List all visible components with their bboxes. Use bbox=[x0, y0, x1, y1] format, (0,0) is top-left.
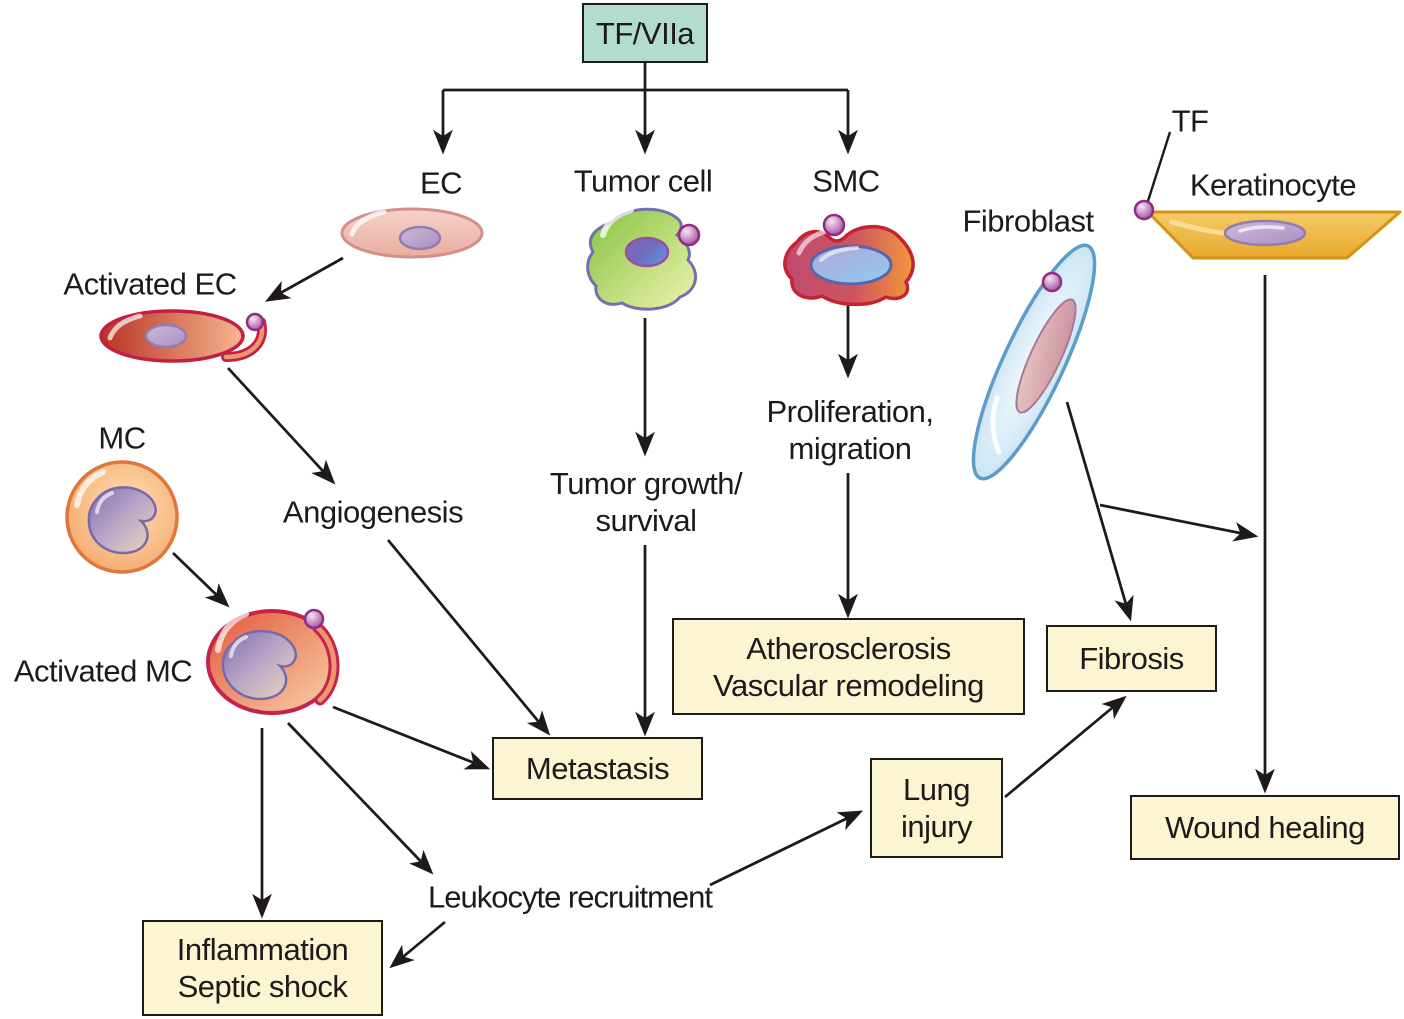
wound-healing-label: Wound healing bbox=[1165, 810, 1365, 845]
arrow-angiogenesis-to-metastasis bbox=[386, 539, 551, 736]
tf-dot-icon bbox=[1133, 199, 1155, 221]
keratinocyte-cell-icon bbox=[1133, 199, 1402, 260]
fibroblast-cell-icon bbox=[971, 243, 1097, 481]
ec-label: EC bbox=[419, 165, 463, 201]
tf-dot-icon bbox=[677, 223, 701, 247]
ec-cell-icon bbox=[340, 207, 484, 259]
angiogenesis-label: Angiogenesis bbox=[282, 494, 464, 530]
smc-nucleus bbox=[809, 244, 893, 286]
activated-ec-nucleus bbox=[144, 323, 188, 349]
tfviia-box: TF/VIIa bbox=[582, 3, 708, 63]
wound-healing-box: Wound healing bbox=[1130, 795, 1400, 860]
mc-label: MC bbox=[98, 420, 146, 456]
activated-mc-cell-icon bbox=[206, 608, 340, 715]
activated-mc-label: Activated MC bbox=[13, 653, 193, 689]
tf-dot-icon bbox=[1041, 271, 1063, 293]
activated-ec-cell-icon bbox=[99, 309, 267, 363]
tf-pointer-line bbox=[1146, 131, 1172, 202]
arrow-leukocyte-to-inflammation bbox=[389, 920, 446, 969]
ec-nucleus bbox=[398, 225, 442, 251]
proliferation-line2: migration bbox=[788, 431, 913, 466]
proliferation-label: Proliferation, migration bbox=[766, 393, 934, 467]
inflammation-box: Inflammation Septic shock bbox=[142, 920, 383, 1016]
arrow-activated-mc-to-leukocyte bbox=[287, 722, 434, 875]
arrow-activated-mc-to-metastasis bbox=[332, 705, 491, 770]
fibroblast-nucleus bbox=[1015, 298, 1077, 414]
tumor-growth-label: Tumor growth/ survival bbox=[549, 465, 743, 539]
arrow-fibroblast-to-wound-pathway bbox=[1099, 503, 1259, 542]
lung-injury-line2: injury bbox=[900, 809, 973, 844]
arrow-leukocyte-to-lung-injury bbox=[709, 810, 864, 887]
tumor-cell-nucleus bbox=[624, 236, 670, 268]
atherosclerosis-line1: Atherosclerosis bbox=[746, 630, 951, 666]
tumor-growth-line1: Tumor growth/ bbox=[549, 466, 743, 501]
atherosclerosis-box: Atherosclerosis Vascular remodeling bbox=[672, 618, 1025, 715]
arrow-ec-to-activated-ec bbox=[264, 256, 344, 302]
keratinocyte-label: Keratinocyte bbox=[1189, 167, 1357, 203]
arrow-fibroblast-to-fibrosis bbox=[1065, 401, 1134, 622]
tf-dot-icon bbox=[303, 608, 325, 630]
activated-mc-nucleus bbox=[221, 629, 297, 701]
inflammation-line2: Septic shock bbox=[177, 969, 348, 1004]
tf-dot-icon bbox=[245, 312, 265, 332]
mc-cell-icon bbox=[65, 460, 179, 574]
atherosclerosis-line2: Vascular remodeling bbox=[713, 667, 984, 703]
proliferation-line1: Proliferation, bbox=[766, 394, 934, 429]
fibrosis-label: Fibrosis bbox=[1079, 641, 1184, 676]
metastasis-box: Metastasis bbox=[492, 737, 703, 800]
fibrosis-box: Fibrosis bbox=[1046, 625, 1217, 692]
leukocyte-recruitment-label: Leukocyte recruitment bbox=[428, 879, 713, 915]
tf-dot-icon bbox=[822, 213, 846, 237]
tumor-cell-label: Tumor cell bbox=[573, 163, 713, 199]
arrow-lung-injury-to-fibrosis bbox=[1004, 695, 1127, 799]
metastasis-label: Metastasis bbox=[525, 751, 670, 786]
tfviia-label: TF/VIIa bbox=[595, 15, 695, 51]
arrow-activated-ec-to-angiogenesis bbox=[226, 367, 336, 485]
inflammation-line1: Inflammation bbox=[176, 932, 349, 967]
lung-injury-box: Lung injury bbox=[870, 758, 1003, 858]
fibroblast-label: Fibroblast bbox=[962, 203, 1094, 239]
tf-label: TF bbox=[1171, 103, 1209, 139]
arrow-mc-to-activated-mc bbox=[172, 552, 230, 608]
tumor-cell-icon bbox=[586, 207, 701, 311]
smc-label: SMC bbox=[812, 163, 880, 199]
activated-ec-label: Activated EC bbox=[63, 266, 237, 302]
lung-injury-line1: Lung bbox=[903, 772, 970, 807]
mc-nucleus bbox=[87, 486, 157, 555]
smc-cell-icon bbox=[783, 213, 915, 307]
keratinocyte-nucleus bbox=[1223, 219, 1307, 247]
tumor-growth-line2: survival bbox=[595, 503, 697, 538]
